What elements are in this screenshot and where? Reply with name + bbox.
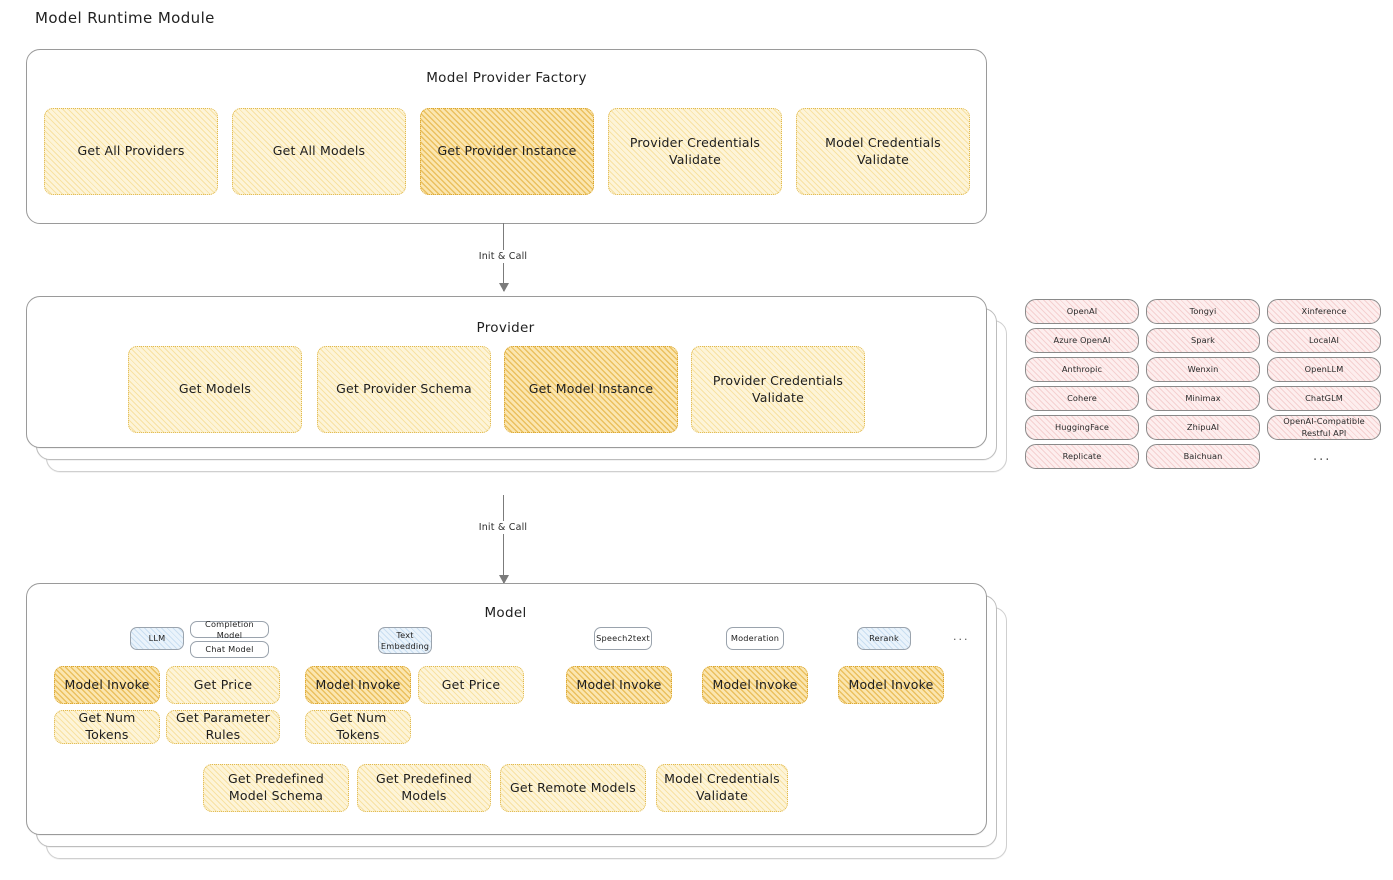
arrow-head-icon xyxy=(499,283,509,292)
factory-node-get-all-models[interactable]: Get All Models xyxy=(232,108,406,195)
connector-line xyxy=(503,495,505,583)
provider-chip-zhipuai[interactable]: ZhipuAI xyxy=(1146,415,1260,440)
arrow-head-icon xyxy=(499,575,509,584)
factory-node-get-all-providers[interactable]: Get All Providers xyxy=(44,108,218,195)
common-op-get-predefined-model-schema[interactable]: Get Predefined Model Schema xyxy=(203,764,349,812)
common-op-get-remote-models[interactable]: Get Remote Models xyxy=(500,764,646,812)
moderation-op-model-invoke[interactable]: Model Invoke xyxy=(702,666,808,704)
provider-node-provider-credentials-validate[interactable]: Provider Credentials Validate xyxy=(691,346,865,433)
model-type-speech2text[interactable]: Speech2text xyxy=(594,627,652,650)
provider-node-get-model-instance[interactable]: Get Model Instance xyxy=(504,346,678,433)
provider-chip-huggingface[interactable]: HuggingFace xyxy=(1025,415,1139,440)
provider-chip-openai-compatible-restful-api[interactable]: OpenAI-Compatible Restful API xyxy=(1267,415,1381,440)
provider-chip-openai[interactable]: OpenAI xyxy=(1025,299,1139,324)
provider-chip-minimax[interactable]: Minimax xyxy=(1146,386,1260,411)
embedding-op-model-invoke[interactable]: Model Invoke xyxy=(305,666,411,704)
provider-chip-chatglm[interactable]: ChatGLM xyxy=(1267,386,1381,411)
model-panel-inner: Model LLM Completion Model Chat Model Te… xyxy=(26,583,985,833)
provider-chip-wenxin[interactable]: Wenxin xyxy=(1146,357,1260,382)
provider-chip-localai[interactable]: LocalAI xyxy=(1267,328,1381,353)
factory-node-model-credentials-validate[interactable]: Model Credentials Validate xyxy=(796,108,970,195)
provider-chip-openllm[interactable]: OpenLLM xyxy=(1267,357,1381,382)
provider-node-get-provider-schema[interactable]: Get Provider Schema xyxy=(317,346,491,433)
llm-op-model-invoke[interactable]: Model Invoke xyxy=(54,666,160,704)
connector-label: Init & Call xyxy=(451,521,555,534)
provider-title: Provider xyxy=(476,320,535,336)
page-title: Model Runtime Module xyxy=(35,9,215,27)
model-type-llm[interactable]: LLM xyxy=(130,627,184,650)
embedding-op-get-price[interactable]: Get Price xyxy=(418,666,524,704)
factory-title: Model Provider Factory xyxy=(426,70,587,86)
llm-op-get-parameter-rules[interactable]: Get Parameter Rules xyxy=(166,710,280,744)
llm-op-get-num-tokens[interactable]: Get Num Tokens xyxy=(54,710,160,744)
provider-chip-anthropic[interactable]: Anthropic xyxy=(1025,357,1139,382)
model-type-text-embedding[interactable]: Text Embedding xyxy=(378,627,432,654)
speech2text-op-model-invoke[interactable]: Model Invoke xyxy=(566,666,672,704)
embedding-op-get-num-tokens[interactable]: Get Num Tokens xyxy=(305,710,411,744)
factory-node-get-provider-instance[interactable]: Get Provider Instance xyxy=(420,108,594,195)
provider-chip-replicate[interactable]: Replicate xyxy=(1025,444,1139,469)
model-type-llm-sublabel-completion[interactable]: Completion Model xyxy=(190,619,269,640)
provider-list-ellipsis: ... xyxy=(1313,449,1332,464)
llm-op-get-price[interactable]: Get Price xyxy=(166,666,280,704)
provider-chip-xinference[interactable]: Xinference xyxy=(1267,299,1381,324)
connector-label: Init & Call xyxy=(451,250,555,263)
provider-list: OpenAI Azure OpenAI Anthropic Cohere Hug… xyxy=(1025,299,1381,479)
model-type-moderation[interactable]: Moderation xyxy=(726,627,784,650)
provider-chip-spark[interactable]: Spark xyxy=(1146,328,1260,353)
provider-stack: Provider Get Models Get Provider Schema … xyxy=(26,296,1007,472)
provider-chip-cohere[interactable]: Cohere xyxy=(1025,386,1139,411)
model-title: Model xyxy=(484,605,527,621)
provider-chip-tongyi[interactable]: Tongyi xyxy=(1146,299,1260,324)
common-op-get-predefined-models[interactable]: Get Predefined Models xyxy=(357,764,491,812)
factory-node-provider-credentials-validate[interactable]: Provider Credentials Validate xyxy=(608,108,782,195)
model-types-ellipsis: ... xyxy=(953,630,970,643)
provider-chip-azure-openai[interactable]: Azure OpenAI xyxy=(1025,328,1139,353)
model-stack: Model LLM Completion Model Chat Model Te… xyxy=(26,583,1007,859)
model-type-rerank[interactable]: Rerank xyxy=(857,627,911,650)
provider-chip-baichuan[interactable]: Baichuan xyxy=(1146,444,1260,469)
rerank-op-model-invoke[interactable]: Model Invoke xyxy=(838,666,944,704)
model-provider-factory-panel: Model Provider Factory Get All Providers… xyxy=(26,49,987,224)
common-op-model-credentials-validate[interactable]: Model Credentials Validate xyxy=(656,764,788,812)
model-type-llm-sublabel-chat[interactable]: Chat Model xyxy=(190,641,269,658)
provider-panel-inner: Provider Get Models Get Provider Schema … xyxy=(26,296,985,446)
provider-node-get-models[interactable]: Get Models xyxy=(128,346,302,433)
